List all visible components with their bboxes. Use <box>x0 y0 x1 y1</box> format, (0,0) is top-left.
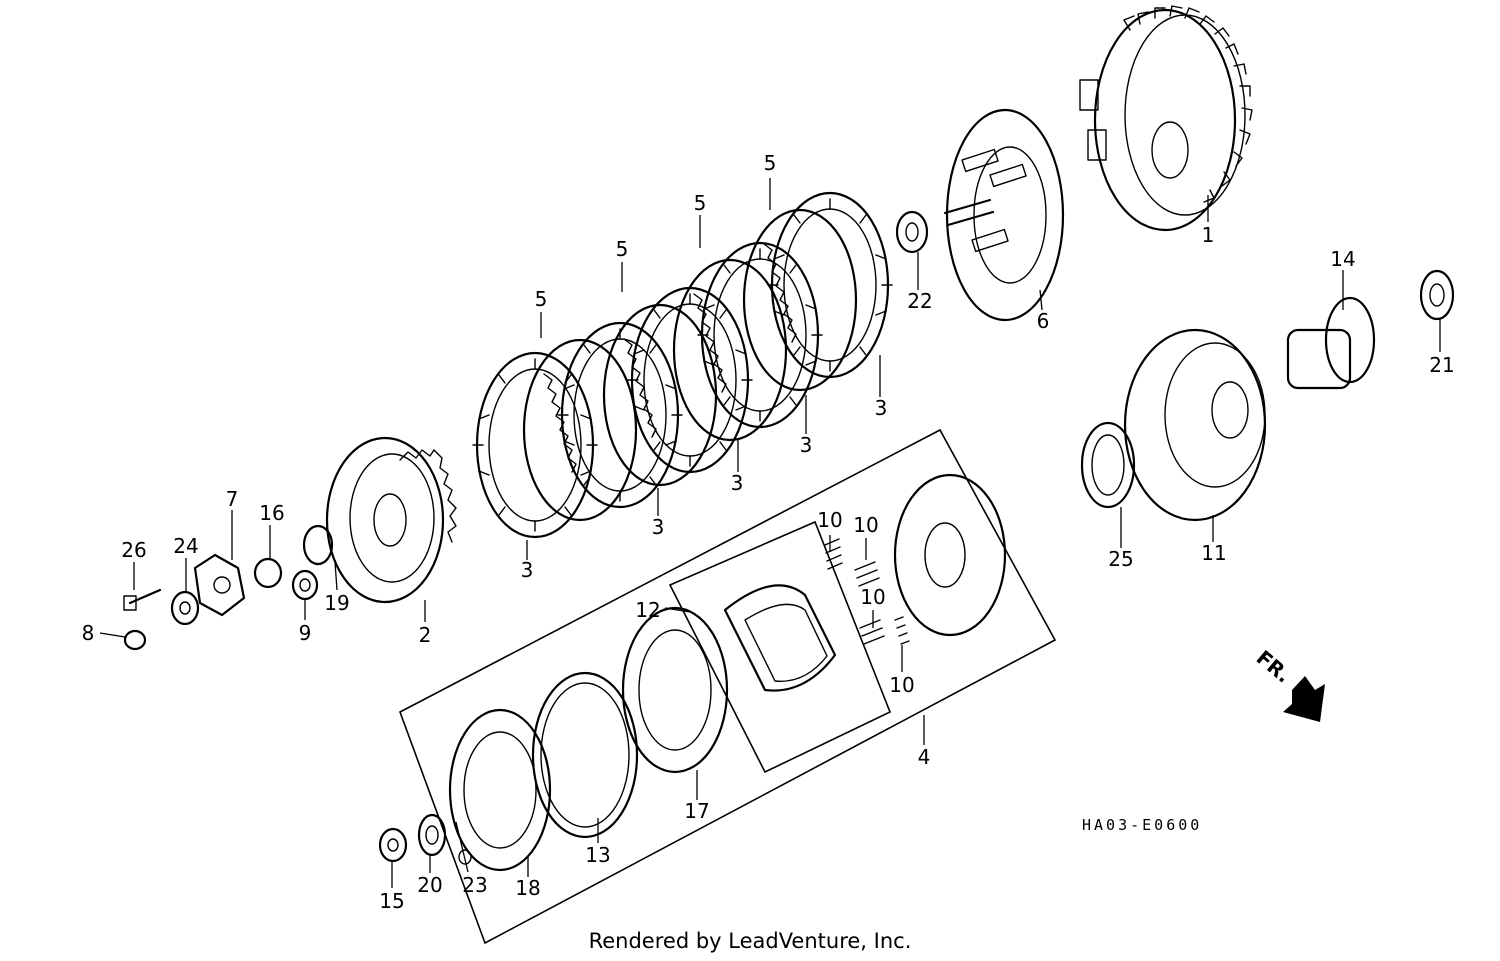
callout-10c: 10 <box>860 585 885 609</box>
callout-10b: 10 <box>853 513 878 537</box>
callout-16: 16 <box>259 501 284 525</box>
clutch-center <box>943 108 1065 322</box>
callout-5d: 5 <box>764 151 777 175</box>
callout-21: 21 <box>1429 353 1454 377</box>
callout-3d: 3 <box>800 433 813 457</box>
washer-22 <box>895 210 929 254</box>
callout-4: 4 <box>918 745 931 769</box>
clutch-outer-housing <box>1079 5 1253 232</box>
assembly-box-4 <box>399 428 1057 945</box>
primary-drive-parts <box>1080 269 1455 522</box>
callout-14: 14 <box>1330 247 1355 271</box>
callout-13: 13 <box>585 843 610 867</box>
assembly-box-12 <box>668 520 892 774</box>
front-direction-marker: FR. <box>1252 645 1325 722</box>
front-marker-label: FR. <box>1252 645 1296 687</box>
callout-11: 11 <box>1201 541 1226 565</box>
pressure-plate <box>325 436 457 604</box>
callout-5a: 5 <box>535 287 548 311</box>
render-credit: Rendered by LeadVenture, Inc. <box>589 929 912 953</box>
callout-2: 2 <box>419 623 432 647</box>
callout-8: 8 <box>82 621 95 645</box>
leader-lines <box>99 178 1441 888</box>
callout-5c: 5 <box>694 191 707 215</box>
callout-17: 17 <box>684 799 709 823</box>
callout-1: 1 <box>1202 223 1215 247</box>
front-arrow-icon <box>1283 676 1325 722</box>
callout-26: 26 <box>121 538 146 562</box>
callout-19: 19 <box>324 591 349 615</box>
callout-22: 22 <box>907 289 932 313</box>
hardware-left <box>123 524 334 651</box>
callout-3a: 3 <box>521 558 534 582</box>
callout-23: 23 <box>462 873 487 897</box>
callout-10a: 10 <box>817 508 842 532</box>
callout-18: 18 <box>515 876 540 900</box>
callout-9: 9 <box>299 621 312 645</box>
callout-7: 7 <box>226 487 239 511</box>
callout-12: 12 <box>635 598 660 622</box>
centrifugal-clutch-parts <box>378 473 1007 872</box>
callout-25: 25 <box>1108 547 1133 571</box>
callout-3c: 3 <box>731 471 744 495</box>
callout-24: 24 <box>173 534 198 558</box>
callout-3e: 3 <box>875 396 888 420</box>
callout-3b: 3 <box>652 515 665 539</box>
callout-6: 6 <box>1037 309 1050 333</box>
callout-5b: 5 <box>616 237 629 261</box>
callout-10d: 10 <box>889 673 914 697</box>
callouts: 1 2 3 3 3 3 3 4 5 5 5 5 6 7 8 9 10 10 10… <box>82 151 1455 913</box>
callout-15: 15 <box>379 889 404 913</box>
callout-20: 20 <box>417 873 442 897</box>
drawing-code: HA03-E0600 <box>1082 816 1202 834</box>
clutch-plate-stack <box>471 191 894 539</box>
